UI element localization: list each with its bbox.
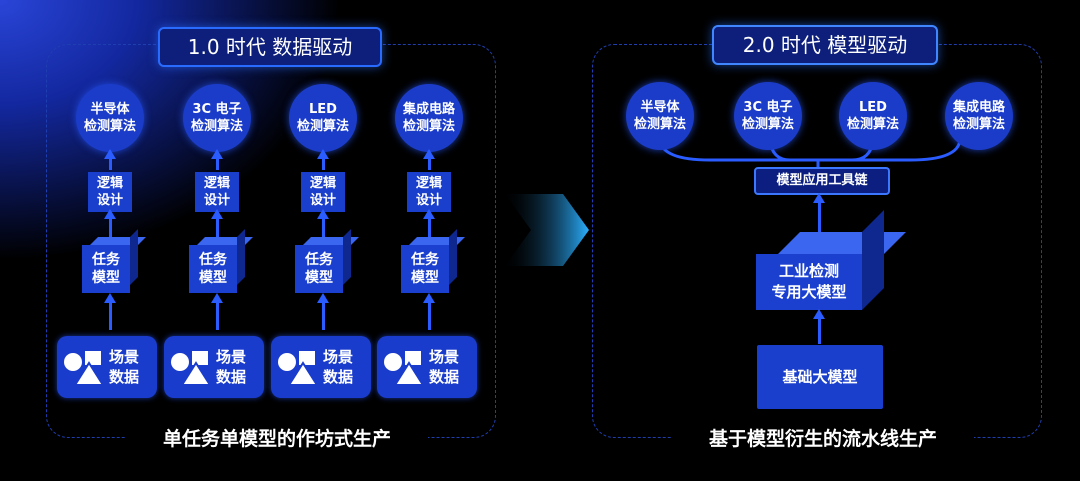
scene-data-label: 场景 数据 xyxy=(429,348,460,386)
cube-side xyxy=(237,229,245,285)
shapes-icon xyxy=(384,351,425,386)
shapes-icon xyxy=(278,351,319,386)
cube-top xyxy=(778,232,906,254)
arrow-up-icon xyxy=(104,209,116,240)
algorithm-semiconductor: 半导体 检测算法 xyxy=(626,82,694,150)
arrow-up-icon xyxy=(813,309,825,344)
foundation-model-box: 基础大模型 xyxy=(757,345,883,409)
algorithm-3c: 3C 电子 检测算法 xyxy=(734,82,802,150)
transition-arrow-icon xyxy=(505,194,589,266)
algorithm-semiconductor: 半导体 检测算法 xyxy=(76,84,144,152)
arrow-up-icon xyxy=(813,193,825,234)
logic-design-box: 逻辑 设计 xyxy=(195,172,239,212)
scene-data-label: 场景 数据 xyxy=(323,348,354,386)
task-model-box: 任务 模型 xyxy=(189,245,237,293)
algorithm-led: LED 检测算法 xyxy=(289,84,357,152)
arrow-up-icon xyxy=(423,149,435,170)
task-model-box: 任务 模型 xyxy=(401,245,449,293)
logic-design-box: 逻辑 设计 xyxy=(301,172,345,212)
scene-data-label: 场景 数据 xyxy=(216,348,247,386)
logic-design-box: 逻辑 设计 xyxy=(407,172,451,212)
era-1-title: 1.0 时代 数据驱动 xyxy=(158,27,382,67)
scene-data-tile: 场景 数据 xyxy=(271,336,371,398)
era-2-caption: 基于模型衍生的流水线生产 xyxy=(672,424,974,451)
cube-side xyxy=(449,229,457,285)
scene-data-label: 场景 数据 xyxy=(109,348,140,386)
arrow-up-icon xyxy=(423,209,435,240)
arrow-up-icon xyxy=(104,149,116,170)
scene-data-tile: 场景 数据 xyxy=(164,336,264,398)
task-model-box: 任务 模型 xyxy=(295,245,343,293)
cube-side xyxy=(130,229,138,285)
scene-data-tile: 场景 数据 xyxy=(57,336,157,398)
task-model-box: 任务 模型 xyxy=(82,245,130,293)
logic-design-box: 逻辑 设计 xyxy=(88,172,132,212)
era-2-title: 2.0 时代 模型驱动 xyxy=(712,25,938,65)
model-toolchain: 模型应用工具链 xyxy=(754,167,890,195)
shapes-icon xyxy=(171,351,212,386)
shapes-icon xyxy=(64,351,105,386)
arrow-up-icon xyxy=(104,293,116,330)
algorithm-3c: 3C 电子 检测算法 xyxy=(183,84,251,152)
cube-side xyxy=(343,229,351,285)
scene-data-tile: 场景 数据 xyxy=(377,336,477,398)
algorithm-ic: 集成电路 检测算法 xyxy=(945,82,1013,150)
era-1-caption: 单任务单模型的作坊式生产 xyxy=(126,424,428,451)
arrow-up-icon xyxy=(317,149,329,170)
algorithm-led: LED 检测算法 xyxy=(839,82,907,150)
arrow-up-icon xyxy=(211,149,223,170)
algorithm-ic: 集成电路 检测算法 xyxy=(395,84,463,152)
industrial-model-box: 工业检测 专用大模型 xyxy=(756,254,862,310)
arrow-up-icon xyxy=(317,293,329,330)
arrow-up-icon xyxy=(317,209,329,240)
arrow-up-icon xyxy=(423,293,435,330)
arrow-up-icon xyxy=(211,293,223,330)
arrow-up-icon xyxy=(211,209,223,240)
